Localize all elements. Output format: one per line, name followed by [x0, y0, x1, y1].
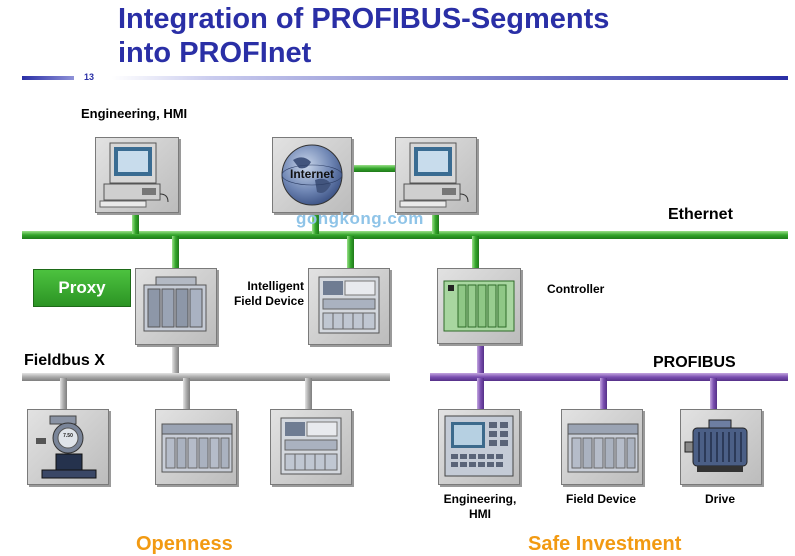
- slide-title: Integration of PROFIBUS-Segments into PR…: [118, 2, 609, 70]
- ethernet-drop-engineering: [132, 210, 139, 234]
- hmi-panel-icon: [444, 415, 514, 477]
- ethernet-drop-internet: [312, 210, 319, 234]
- controller-rack-icon: [443, 280, 515, 332]
- controller-label: Controller: [547, 282, 605, 296]
- profibus-drop-1: [477, 378, 484, 411]
- intelligent-field-device-label: Intelligent Field Device: [224, 279, 304, 309]
- fieldbus-bus: [22, 373, 390, 381]
- header-bar-left: [22, 76, 74, 80]
- engineering-pc: [95, 137, 179, 213]
- fieldbus-field-device: [270, 409, 352, 485]
- pressure-meter-icon: [36, 415, 97, 479]
- ethernet-drop-pc: [432, 210, 439, 234]
- watermark-text: gongkong.com: [296, 209, 424, 228]
- ethernet-label: Ethernet: [668, 206, 733, 223]
- slide-title-line-2: into PROFInet: [118, 37, 312, 69]
- profibus-engineering-label: Engineering, HMI: [426, 492, 534, 522]
- ethernet-drop-field-device: [347, 236, 354, 270]
- profibus-engineering-label-line-1: Engineering,: [443, 492, 517, 506]
- ethernet-drop-proxy: [172, 236, 179, 270]
- fieldbus-drop-proxy: [172, 344, 179, 376]
- proxy-label: Proxy: [33, 269, 131, 307]
- profibus-drive: [680, 409, 762, 485]
- intelligent-field-device: [308, 268, 390, 345]
- profibus-field-device: [561, 409, 643, 485]
- io-rack-icon: [567, 423, 639, 473]
- ethernet-drop-controller: [472, 236, 479, 268]
- proxy-device: [135, 268, 217, 345]
- ethernet-bus: [22, 231, 788, 239]
- header-bar-right: [112, 76, 788, 80]
- slide-number: 13: [84, 72, 95, 82]
- globe-icon: [281, 144, 343, 206]
- ethernet-link-internet-pc: [352, 165, 398, 172]
- io-rack-icon: [161, 423, 233, 473]
- intelligent-field-device-label-line-2: Field Device: [233, 294, 304, 308]
- fieldbus-io-rack: [155, 409, 237, 485]
- profibus-bus: [430, 373, 788, 381]
- profibus-drop-3: [710, 378, 717, 411]
- pc-workstation-icon: [99, 142, 169, 208]
- drive-label: Drive: [704, 492, 736, 506]
- field-device-icon: [280, 417, 342, 475]
- plc-module-icon: [143, 276, 207, 332]
- profibus-label: PROFIBUS: [653, 354, 736, 371]
- fieldbus-drop-2: [183, 378, 190, 411]
- profibus-drop-2: [600, 378, 607, 411]
- controller-device: [437, 268, 521, 344]
- profibus-hmi-panel: [438, 409, 520, 485]
- internet-label: Internet: [289, 167, 334, 181]
- intelligent-field-device-label-line-1: Intelligent: [247, 279, 304, 293]
- fieldbus-drop-1: [60, 378, 67, 411]
- slide-title-line-1: Integration of PROFIBUS-Segments: [118, 3, 610, 35]
- network-pc: [395, 137, 477, 213]
- internet-node: Internet: [272, 137, 352, 213]
- fieldbus-drop-3: [305, 378, 312, 411]
- profibus-engineering-label-line-2: HMI: [469, 507, 491, 521]
- field-device-icon: [318, 276, 380, 334]
- fieldbus-pressure-meter: 7.50: [27, 409, 109, 485]
- fieldbus-label: Fieldbus X: [24, 352, 105, 369]
- field-device-label: Field Device: [565, 492, 637, 506]
- motor-drive-icon: [684, 419, 748, 472]
- footer-openness: Openness: [136, 533, 233, 555]
- engineering-hmi-label: Engineering, HMI: [81, 106, 188, 121]
- pc-workstation-icon: [399, 142, 469, 208]
- meter-reading: 7.50: [63, 433, 73, 439]
- footer-safe-investment: Safe Investment: [528, 533, 682, 555]
- profibus-drop-controller: [477, 342, 484, 376]
